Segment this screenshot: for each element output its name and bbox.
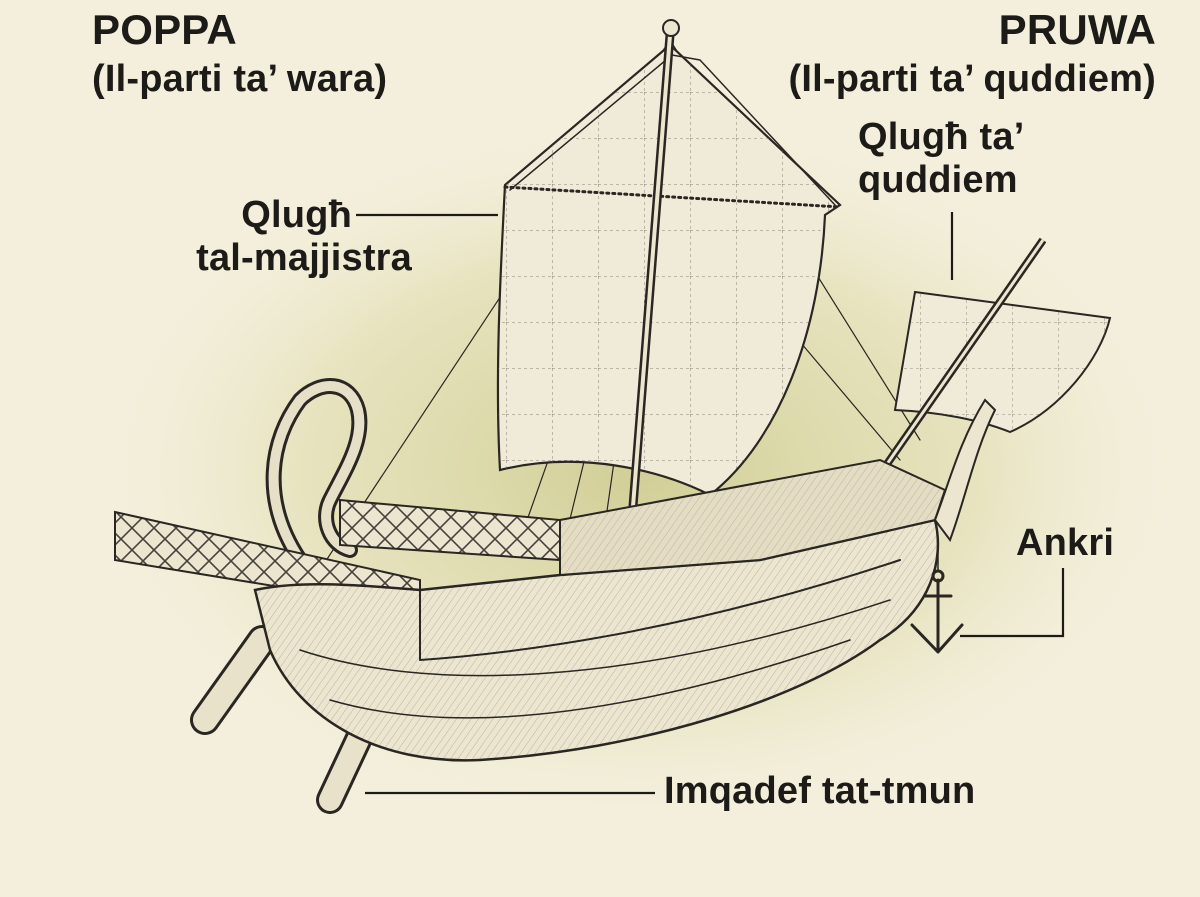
leader-lines: [356, 212, 1065, 795]
foresail: [851, 237, 1112, 513]
mainsail-label-line1: Qlugħ: [241, 194, 352, 236]
foresail-label-line2: quddiem: [858, 158, 1018, 201]
foresail-label-line1: Qlugħ ta’: [858, 116, 1025, 158]
anchor-drawing: [910, 539, 964, 654]
stern-ornament: [265, 378, 368, 568]
mast: [623, 19, 680, 571]
foresail-label: Qlugħ ta’ quddiem: [858, 116, 1024, 201]
rudder-label: Imqadef tat-tmun: [664, 770, 976, 812]
mainsail-label-line2: tal-majjistra: [196, 236, 412, 279]
bow-subtitle: (Il-parti ta’ quddiem): [788, 58, 1156, 100]
mainsail-label: Qlugħ tal-majjistra: [152, 194, 412, 279]
hull: [253, 398, 997, 762]
stern-title: POPPA: [92, 6, 237, 53]
anchor-label: Ankri: [1016, 522, 1115, 564]
mainsail: [496, 43, 842, 497]
stern-subtitle: (Il-parti ta’ wara): [92, 58, 388, 100]
bow-title: PRUWA: [998, 6, 1156, 53]
